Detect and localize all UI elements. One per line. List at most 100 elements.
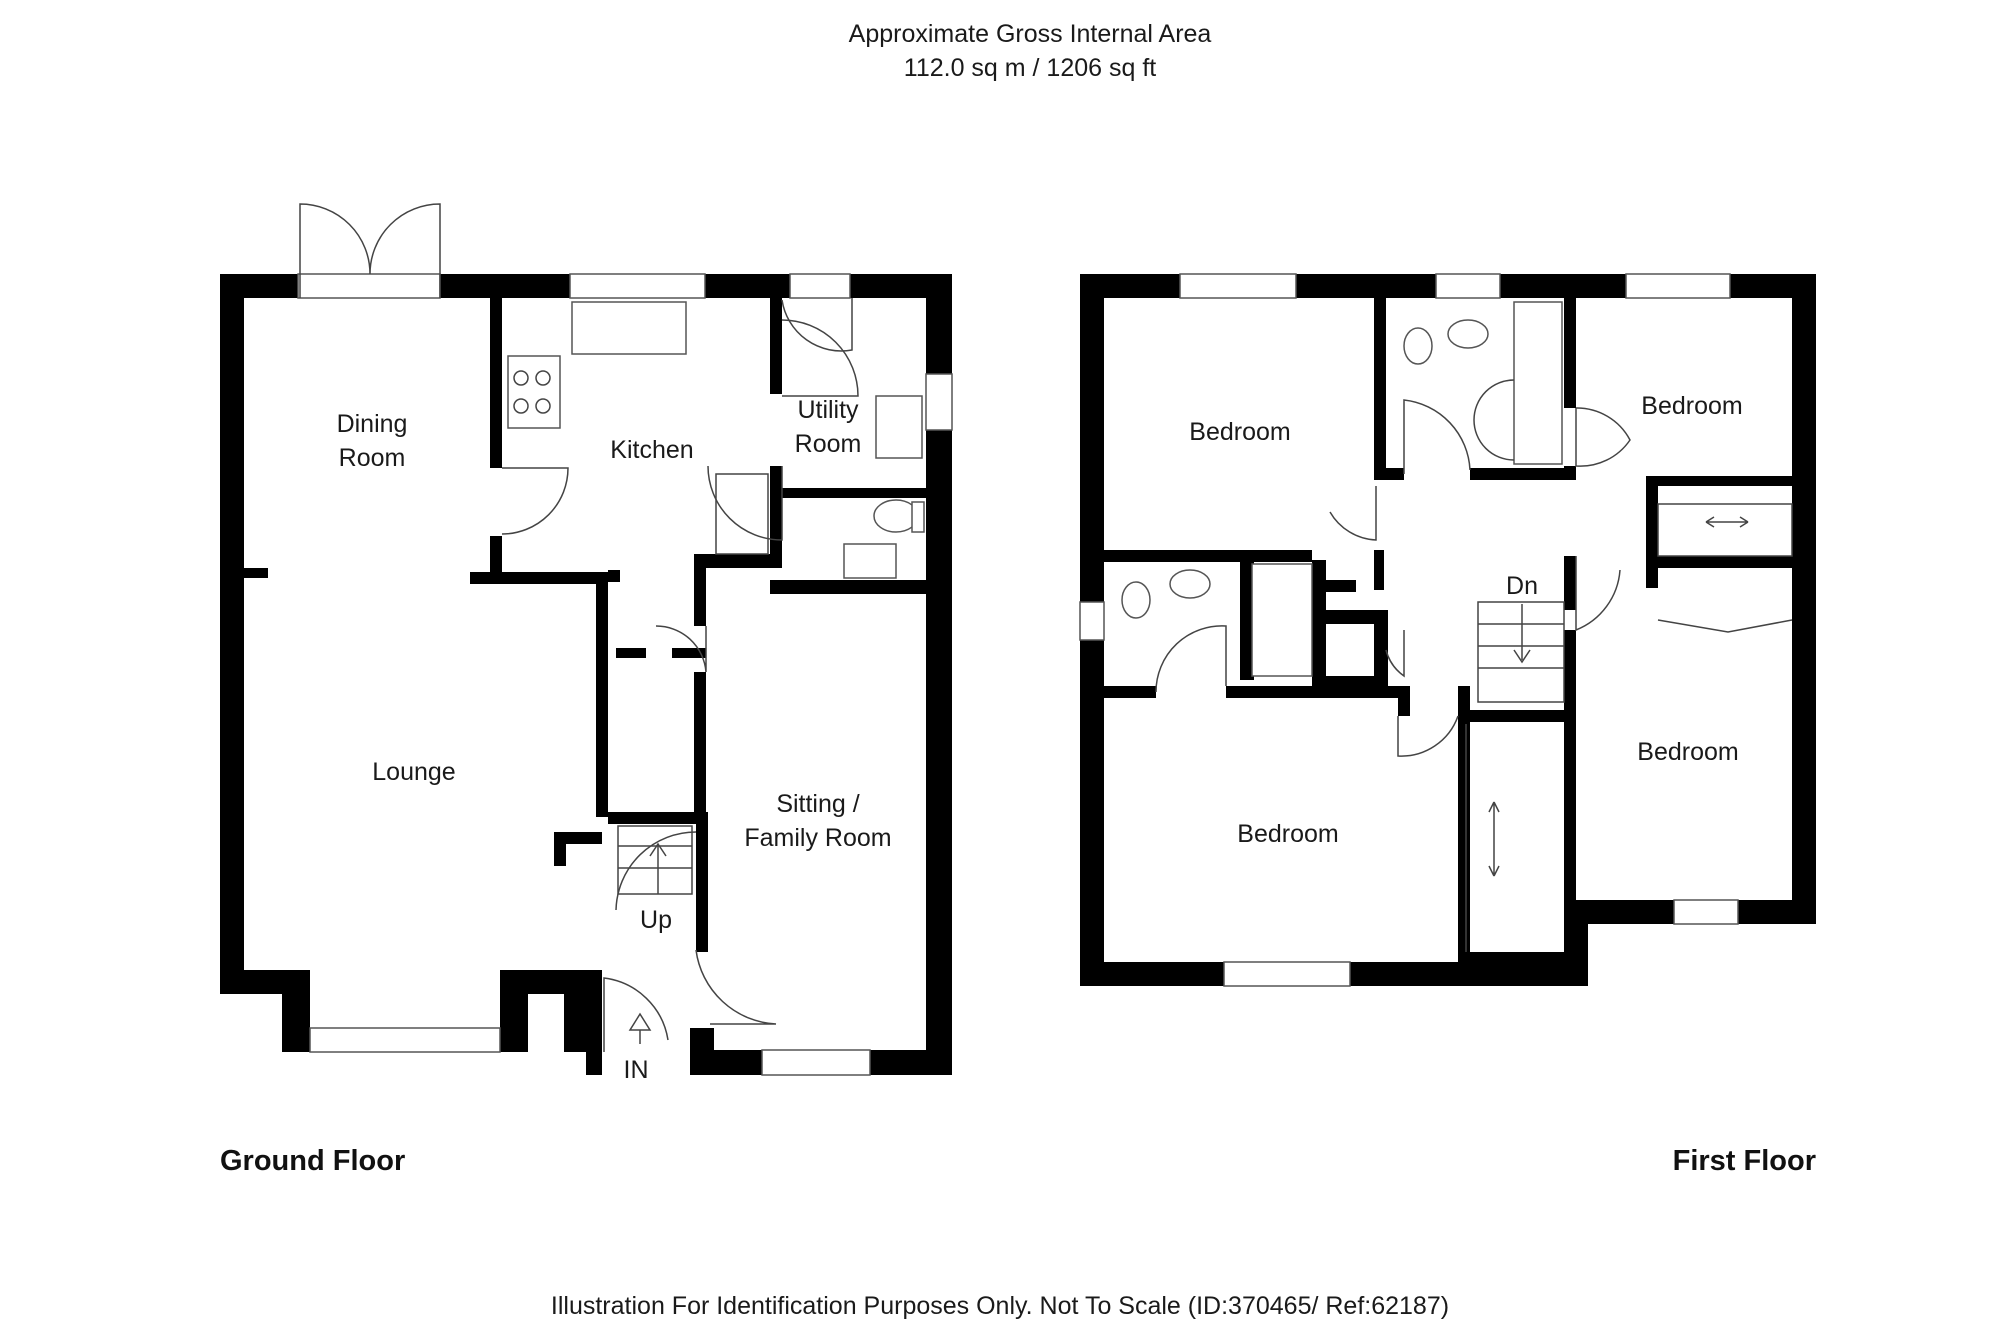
wall: [1466, 952, 1564, 962]
door-swing: [615, 831, 697, 911]
wall: [1564, 466, 1576, 480]
wall: [694, 554, 782, 568]
wall: [1374, 298, 1386, 468]
wall: [770, 298, 782, 394]
wall: [1458, 712, 1470, 962]
wall: [608, 812, 708, 824]
wall: [696, 812, 708, 952]
hob-ring: [535, 398, 551, 414]
wall: [705, 274, 790, 298]
wall: [1296, 274, 1436, 298]
room-label-bedroom-4: Bedroom: [1637, 738, 1738, 766]
window: [1435, 273, 1501, 299]
room-label-bedroom-3: Bedroom: [1237, 820, 1338, 848]
room-label-utility-line1: Utility: [797, 396, 859, 424]
wall: [770, 488, 926, 498]
window: [1179, 273, 1297, 299]
wall: [1312, 560, 1326, 680]
window: [1625, 273, 1731, 299]
basin-icon: [1169, 569, 1211, 599]
wardrobe: [1657, 503, 1793, 557]
wall: [1374, 610, 1388, 678]
room-label-dining-line1: Dining: [337, 410, 408, 438]
wall: [1226, 686, 1402, 698]
toilet-cistern: [911, 501, 925, 533]
wall: [1646, 568, 1658, 588]
wall: [586, 1028, 602, 1075]
wall: [616, 648, 646, 658]
wall: [1312, 676, 1388, 688]
stairs-up-label: Up: [640, 906, 672, 934]
wall: [1374, 550, 1384, 590]
wall: [1326, 610, 1386, 624]
room-label-sitting-line2: Family Room: [744, 824, 891, 852]
window: [1223, 961, 1351, 987]
wall: [1500, 274, 1626, 298]
disclaimer: Illustration For Identification Purposes…: [551, 1292, 1449, 1320]
wall: [1398, 686, 1410, 716]
window: [925, 373, 953, 431]
window: [569, 273, 706, 299]
door-swing: [1155, 625, 1227, 693]
staircase: [1477, 601, 1565, 703]
wardrobe-slide-arrow-icon: [1705, 516, 1749, 528]
wall: [1564, 556, 1576, 610]
wall: [690, 1050, 762, 1075]
wall: [1470, 468, 1576, 480]
wall: [1240, 562, 1254, 680]
toilet-icon: [1403, 327, 1433, 365]
wall: [1080, 274, 1104, 602]
room-label-bedroom-2: Bedroom: [1641, 392, 1742, 420]
wall: [500, 970, 528, 1052]
basin-icon: [1447, 319, 1489, 349]
door-swing: [781, 298, 853, 352]
wall: [1646, 556, 1792, 568]
wall: [1326, 580, 1356, 592]
bath-screen: [1473, 379, 1515, 461]
wall: [694, 554, 706, 626]
wall: [220, 274, 244, 994]
wall: [490, 298, 502, 468]
window: [1673, 899, 1739, 925]
entrance-arrow-icon: [628, 1012, 652, 1044]
wall: [440, 274, 570, 298]
door-swing: [707, 465, 783, 541]
wall: [672, 648, 706, 658]
wall: [1564, 630, 1576, 920]
window: [761, 1049, 871, 1076]
door-swing: [1403, 399, 1471, 474]
room-label-sitting-line1: Sitting /: [776, 790, 859, 818]
window: [309, 1027, 501, 1053]
room-label-bedroom-1: Bedroom: [1189, 418, 1290, 446]
window: [789, 273, 851, 299]
ground-floor-title: Ground Floor: [220, 1145, 405, 1177]
bath-icon: [1513, 301, 1563, 465]
wall: [1792, 274, 1816, 924]
entrance-label: IN: [624, 1056, 649, 1084]
wall: [554, 832, 566, 866]
hob-ring: [535, 370, 551, 386]
wall: [1104, 550, 1312, 562]
wall: [694, 672, 706, 812]
window: [297, 273, 441, 299]
room-label-kitchen: Kitchen: [610, 436, 693, 464]
wall: [1104, 686, 1156, 698]
hob-icon: [507, 355, 561, 429]
wall: [1470, 710, 1566, 722]
toilet-icon: [1121, 581, 1151, 619]
room-label-lounge: Lounge: [372, 758, 455, 786]
wall: [1080, 640, 1104, 985]
first-floor-title: First Floor: [1673, 1145, 1816, 1177]
door-swing: [1575, 556, 1621, 632]
kitchen-unit: [715, 473, 769, 555]
area-heading: Approximate Gross Internal Area: [849, 20, 1212, 48]
wall: [870, 1050, 952, 1075]
wall: [1350, 962, 1588, 986]
door-swing: [1575, 407, 1631, 467]
door-swing: [1329, 486, 1377, 541]
hob-ring: [513, 370, 529, 386]
shower-icon: [1251, 563, 1313, 677]
door-swing: [655, 625, 707, 673]
wall: [926, 274, 952, 374]
